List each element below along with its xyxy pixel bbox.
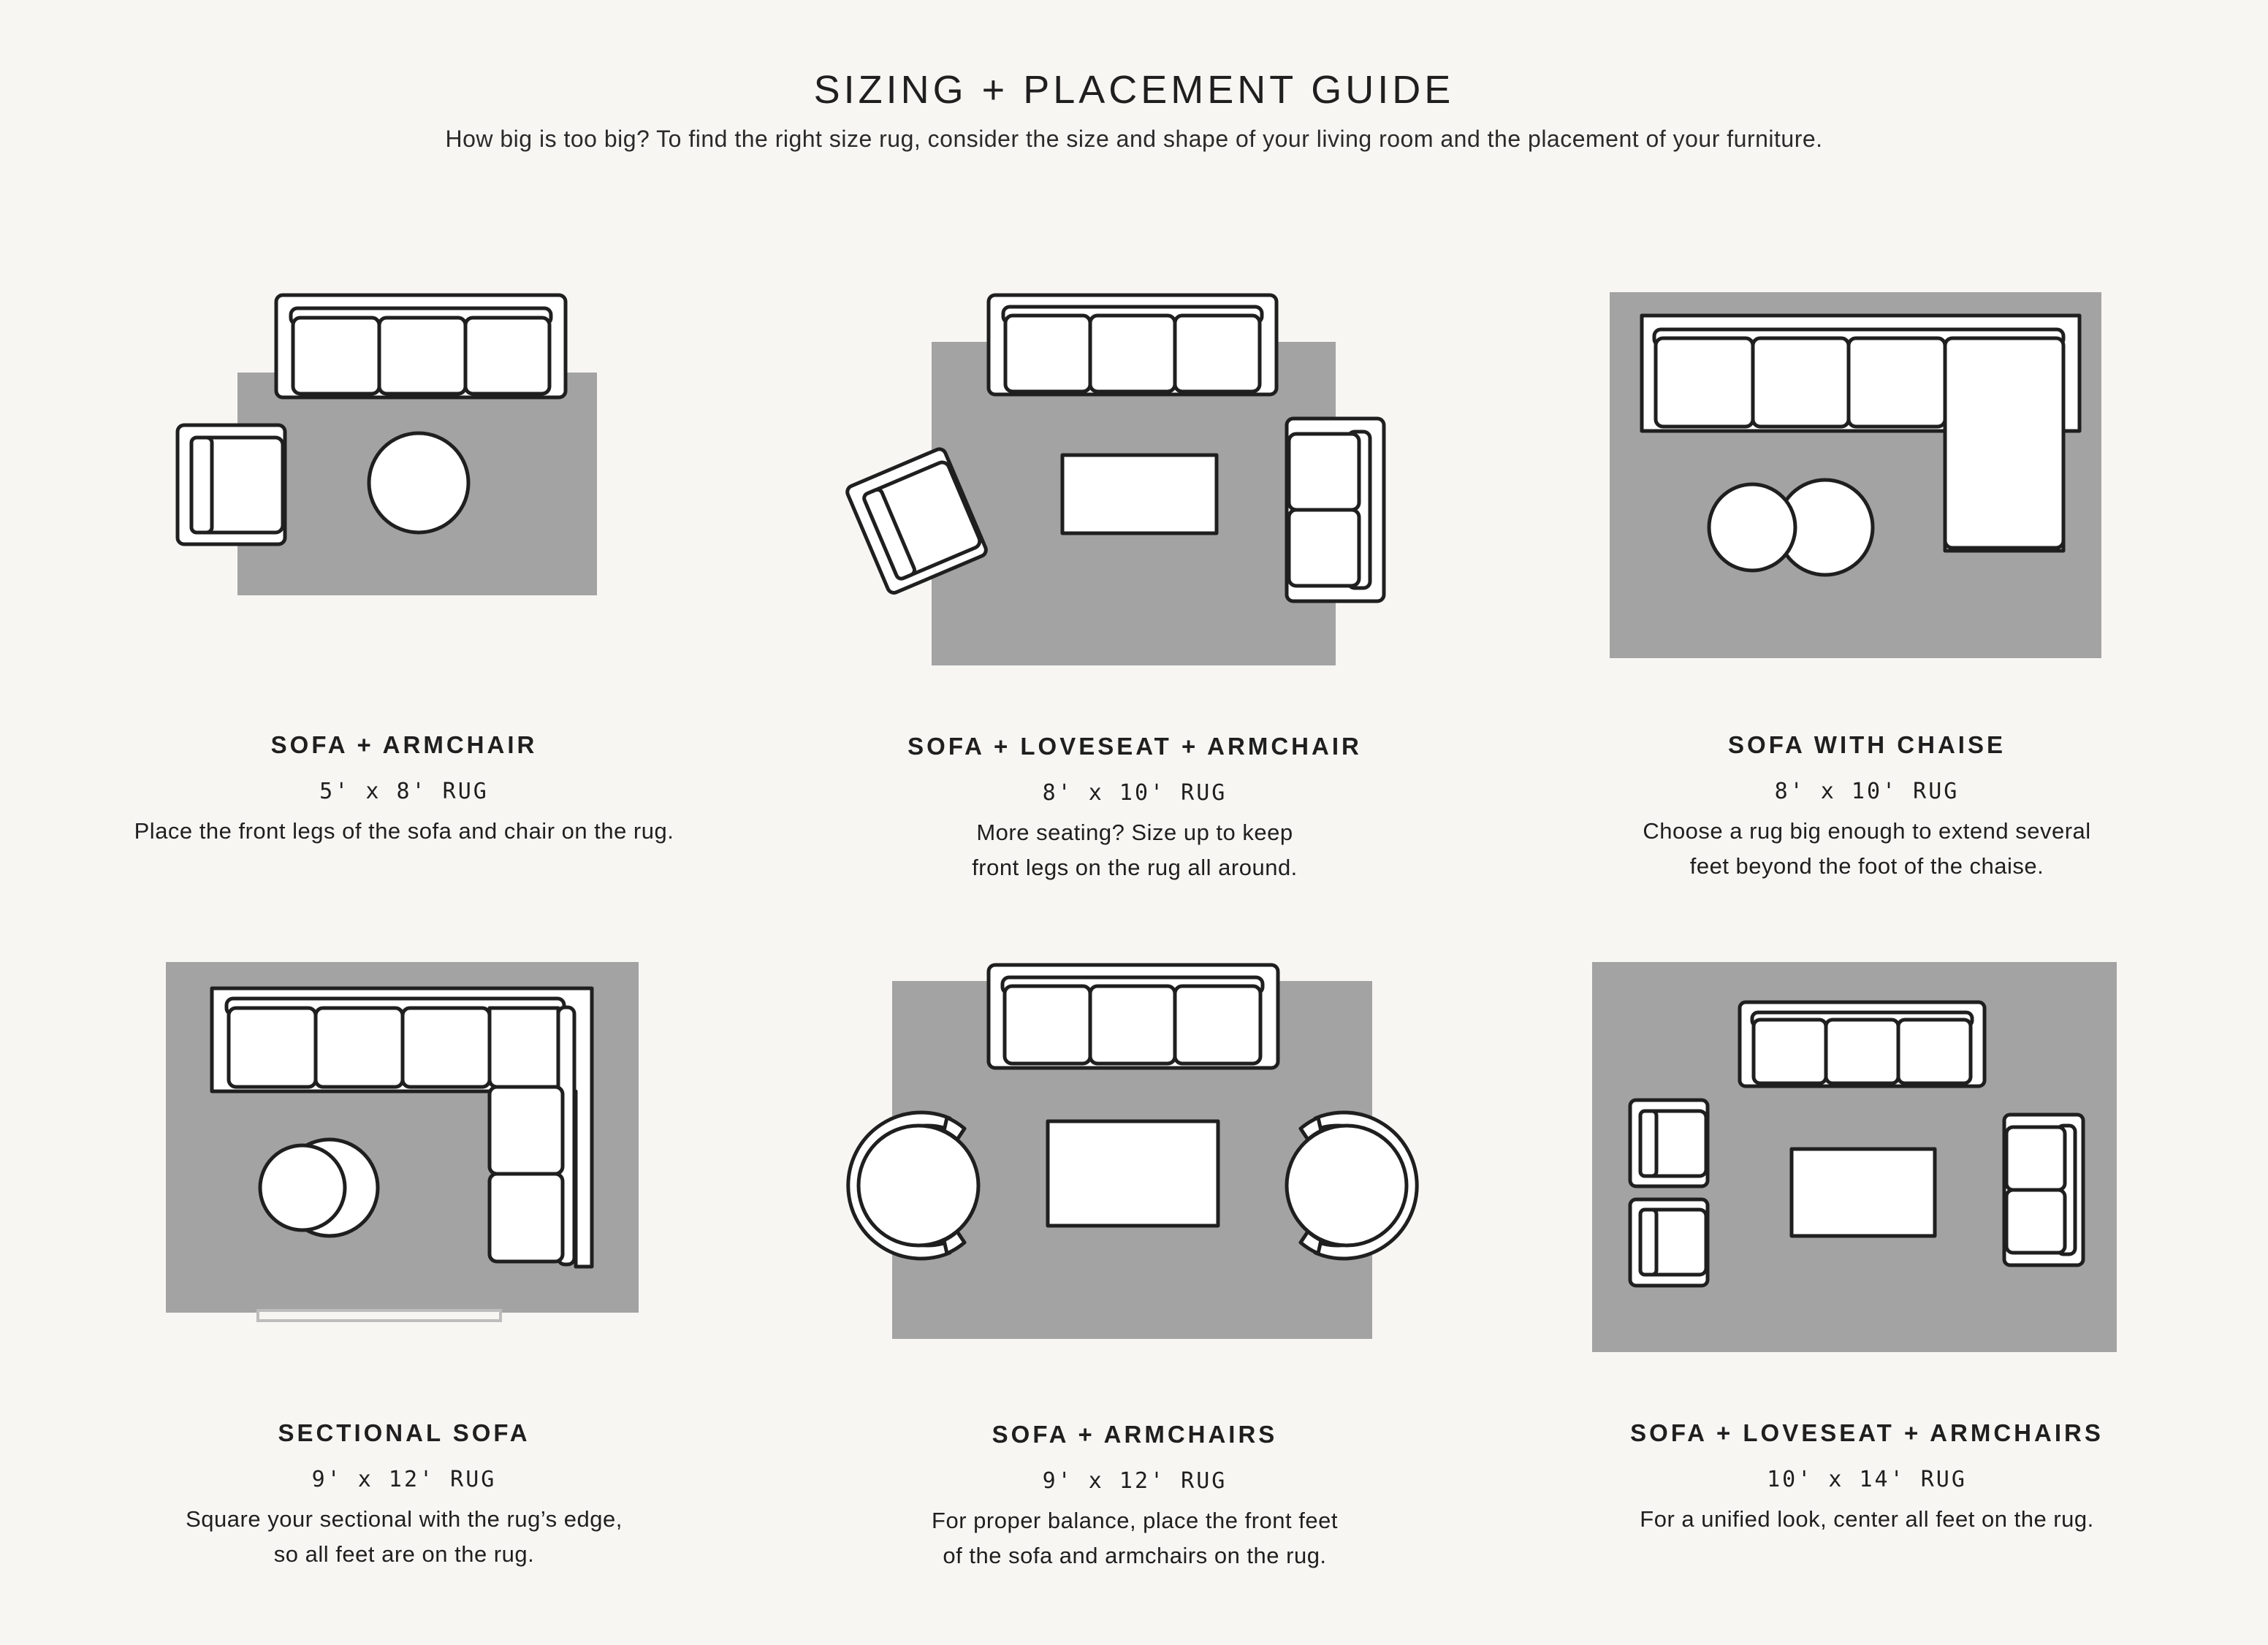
rug-size: 8' x 10' RUG bbox=[1774, 779, 1960, 804]
rug-size: 9' x 12' RUG bbox=[1042, 1468, 1228, 1494]
layout-description: Square your sectional with the rug’s edg… bbox=[186, 1506, 623, 1567]
layout-2-diagram bbox=[845, 293, 1386, 665]
nesting-table-front bbox=[258, 1143, 347, 1232]
rotated-armchair bbox=[845, 447, 988, 595]
layout-description: For proper balance, place the front feet… bbox=[932, 1508, 1338, 1568]
armchair bbox=[175, 423, 287, 546]
layout-6-diagram bbox=[1592, 962, 2117, 1352]
sectional-sofa bbox=[210, 986, 594, 1269]
loveseat bbox=[1285, 416, 1386, 603]
layout-1-caption: SOFA + ARMCHAIR 5' x 8' RUG Place the fr… bbox=[75, 730, 733, 849]
sofa bbox=[986, 293, 1279, 397]
loveseat bbox=[2002, 1112, 2085, 1267]
round-armchair-left bbox=[846, 1110, 981, 1261]
layout-5-caption: SOFA + ARMCHAIRS 9' x 12' RUG For proper… bbox=[806, 1420, 1464, 1573]
sofa bbox=[274, 293, 568, 400]
layout-title: SOFA + ARMCHAIR bbox=[270, 731, 538, 758]
page-title: SIZING + PLACEMENT GUIDE bbox=[813, 68, 1455, 112]
layout-4-caption: SECTIONAL SOFA 9' x 12' RUG Square your … bbox=[75, 1419, 733, 1572]
rug-size: 8' x 10' RUG bbox=[1042, 780, 1228, 806]
rug-size: 9' x 12' RUG bbox=[311, 1467, 497, 1492]
window-sill bbox=[256, 1309, 502, 1322]
layout-5-diagram bbox=[846, 963, 1419, 1339]
layout-title: SECTIONAL SOFA bbox=[278, 1419, 530, 1446]
layout-title: SOFA + LOVESEAT + ARMCHAIRS bbox=[1630, 1419, 2104, 1446]
rug-size: 5' x 8' RUG bbox=[319, 779, 489, 804]
page-subtitle: How big is too big? To find the right si… bbox=[445, 126, 1823, 152]
layout-title: SOFA + LOVESEAT + ARMCHAIR bbox=[907, 733, 1362, 760]
coffee-table bbox=[1060, 453, 1219, 535]
layout-title: SOFA + ARMCHAIRS bbox=[992, 1421, 1278, 1448]
armchair-bottom bbox=[1628, 1197, 1710, 1288]
chaise-sofa bbox=[1640, 313, 2082, 553]
sofa bbox=[1738, 1000, 1987, 1088]
layout-2-caption: SOFA + LOVESEAT + ARMCHAIR 8' x 10' RUG … bbox=[806, 732, 1464, 885]
layout-3-diagram bbox=[1610, 292, 2101, 658]
coffee-table bbox=[1046, 1119, 1220, 1228]
layout-description: Place the front legs of the sofa and cha… bbox=[134, 818, 674, 844]
sofa bbox=[986, 963, 1280, 1070]
layout-6-caption: SOFA + LOVESEAT + ARMCHAIRS 10' x 14' RU… bbox=[1538, 1419, 2196, 1537]
layout-3-caption: SOFA WITH CHAISE 8' x 10' RUG Choose a r… bbox=[1538, 730, 2196, 884]
rug-size: 10' x 14' RUG bbox=[1767, 1467, 1967, 1492]
layout-1-diagram bbox=[175, 293, 597, 595]
coffee-table bbox=[1789, 1147, 1937, 1238]
layout-title: SOFA WITH CHAISE bbox=[1728, 731, 2006, 758]
nesting-table-front bbox=[1707, 482, 1797, 573]
armchair-top bbox=[1628, 1098, 1710, 1188]
layout-4-diagram bbox=[166, 962, 639, 1322]
layout-description: Choose a rug big enough to extend severa… bbox=[1643, 818, 2091, 879]
layout-description: For a unified look, center all feet on t… bbox=[1640, 1506, 2094, 1532]
round-armchair-right bbox=[1285, 1110, 1419, 1261]
round-coffee-table bbox=[367, 431, 471, 535]
